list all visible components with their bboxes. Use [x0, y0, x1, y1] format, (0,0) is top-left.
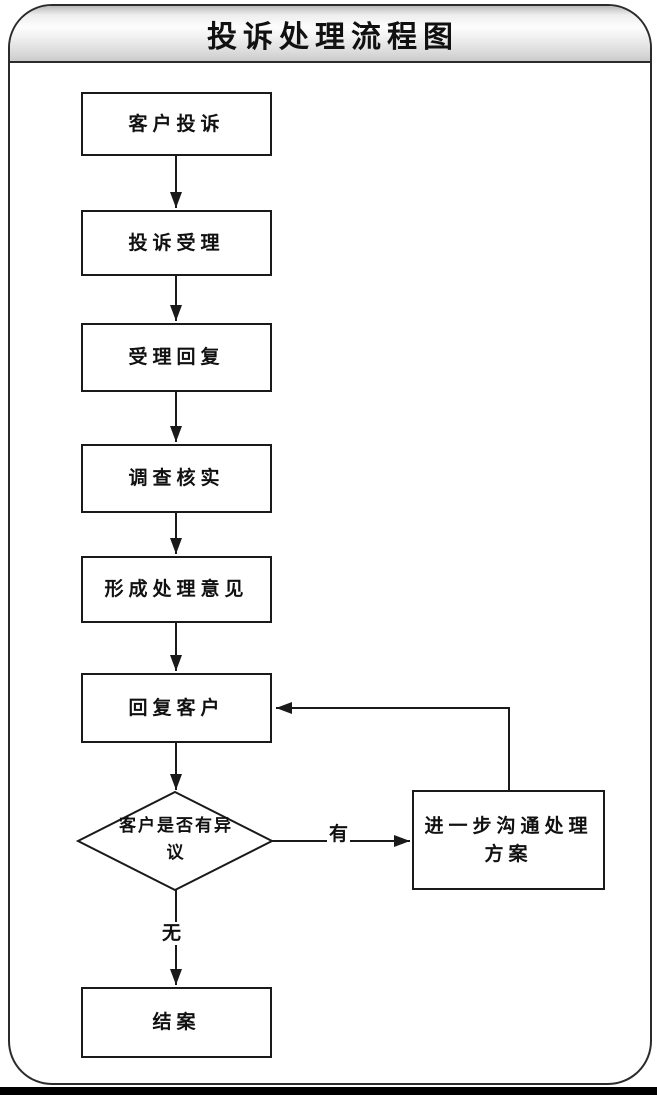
- node-acceptance-reply-label: 受理回复: [128, 346, 225, 369]
- edge-label-no: 无: [160, 922, 184, 945]
- node-reply-customer-label: 回复客户: [128, 696, 225, 719]
- node-further-communication: 进一步沟通处理方案: [412, 790, 605, 890]
- node-acceptance-reply: 受理回复: [81, 323, 272, 392]
- node-further-communication-label: 进一步沟通处理方案: [424, 814, 593, 866]
- node-customer-complaint-label: 客户投诉: [128, 112, 225, 135]
- node-complaint-acceptance: 投诉受理: [81, 210, 272, 276]
- decision-diamond-shape: [75, 790, 275, 892]
- node-reply-customer: 回复客户: [81, 673, 272, 743]
- flowchart-header-banner: 投诉处理流程图: [10, 6, 650, 63]
- node-form-opinion: 形成处理意见: [81, 556, 272, 623]
- node-close-case: 结案: [81, 987, 272, 1058]
- flowchart-frame: 投诉处理流程图: [8, 4, 652, 1085]
- edge-label-yes: 有: [327, 823, 351, 846]
- bottom-border-bar: [0, 1087, 657, 1095]
- node-investigation-label: 调查核实: [128, 467, 225, 490]
- node-complaint-acceptance-label: 投诉受理: [128, 231, 225, 254]
- node-form-opinion-label: 形成处理意见: [104, 578, 249, 601]
- node-investigation: 调查核实: [81, 444, 272, 513]
- page-title: 投诉处理流程图: [207, 19, 459, 55]
- connector-communication-feedback-to-reply-customer: [276, 702, 510, 790]
- node-customer-complaint: 客户投诉: [81, 92, 272, 156]
- node-close-case-label: 结案: [152, 1011, 201, 1034]
- node-decision-label: 客户是否有异议: [119, 816, 233, 864]
